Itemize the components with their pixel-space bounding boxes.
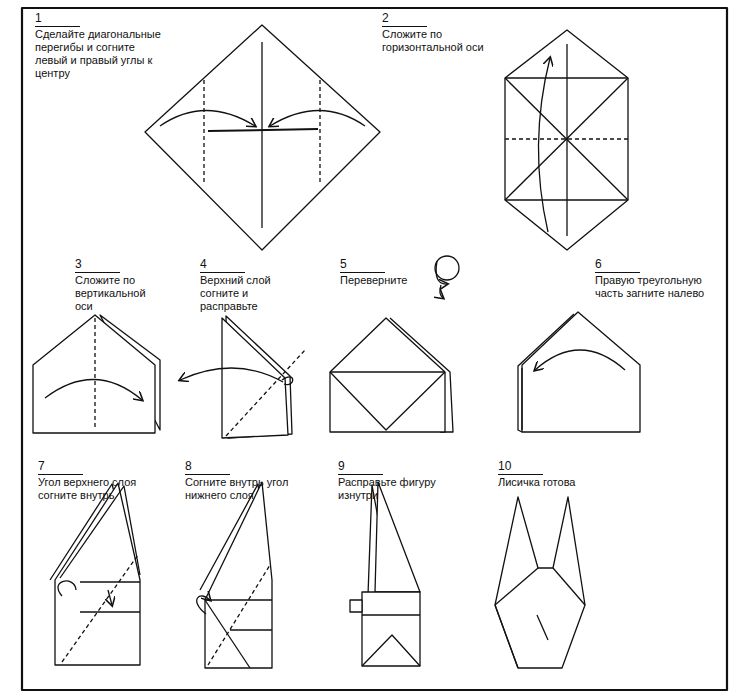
step-number: 5 [340, 258, 385, 273]
step-number: 4 [200, 258, 245, 273]
step-number: 7 [38, 460, 83, 475]
step-instruction: Сложите по горизонтальной оси [382, 28, 492, 54]
step-instruction: Правую треугольную часть загните налево [595, 274, 725, 300]
step-number: 8 [185, 460, 230, 475]
step-number: 1 [35, 12, 80, 27]
step-instruction: Верхний слой согните и расправьте [200, 274, 292, 313]
step-instruction: Лисичка готова [498, 476, 588, 489]
step-instruction: Сделайте диагональные перегибы и согните… [35, 28, 163, 80]
step-instruction: Сложите по вертикальной оси [75, 274, 160, 313]
step-number: 9 [338, 460, 383, 475]
step-instruction: Согните внутрь угол нижнего слоя [185, 476, 310, 502]
step-instruction: Угол верхнего слоя согните внутрь [38, 476, 163, 502]
step-number: 6 [595, 258, 640, 273]
step-number: 3 [75, 258, 120, 273]
step-instruction: Расправьте фигуру изнутри [338, 476, 463, 502]
step-number: 2 [382, 12, 427, 27]
step-instruction: Переверните [340, 274, 425, 287]
step-number: 10 [498, 460, 543, 475]
